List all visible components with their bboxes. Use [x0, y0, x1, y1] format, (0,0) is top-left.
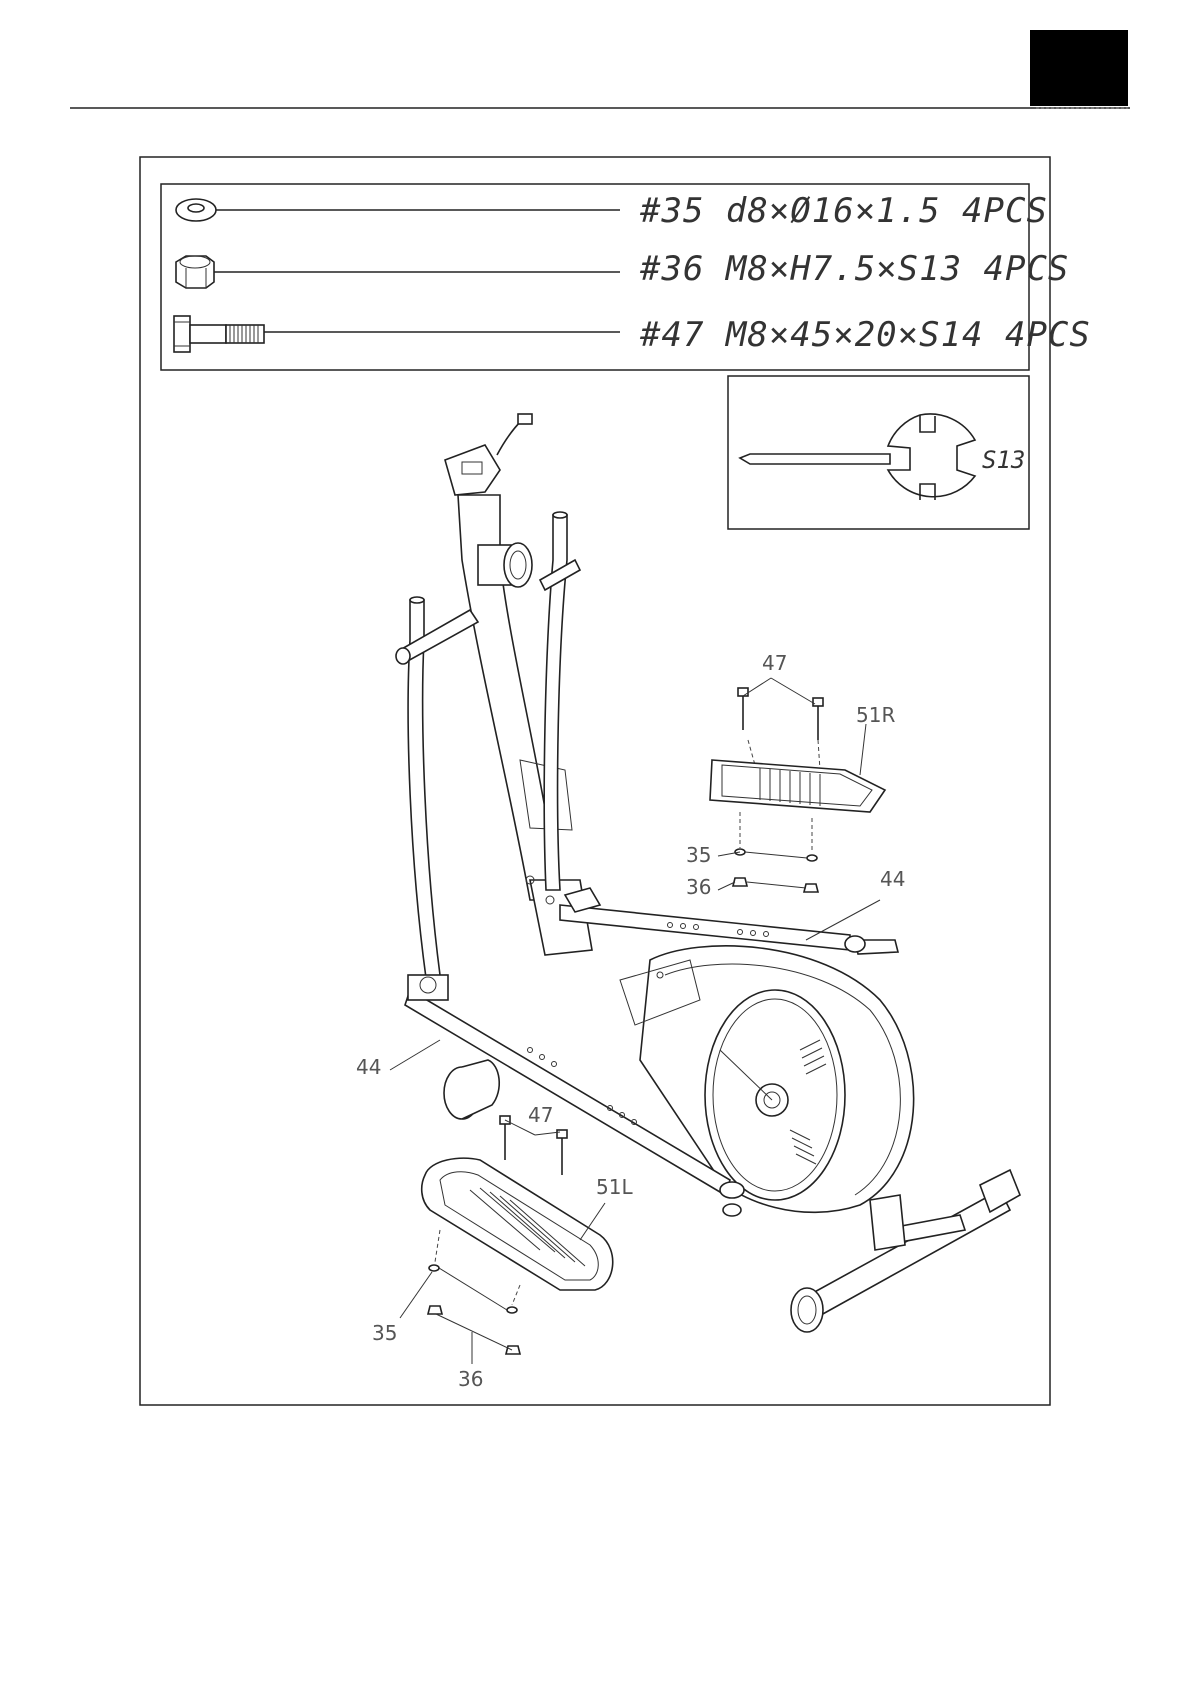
hardware-item-47: #47 M8×45×20×S14 4PCS: [639, 315, 1091, 355]
callout-44-right: 44: [880, 867, 905, 891]
callout-35-right: 35: [686, 843, 711, 867]
washer-icon: [176, 199, 216, 221]
wrench-icon: [740, 414, 975, 500]
callout-51r: 51R: [856, 703, 895, 727]
tension-knob: [478, 543, 532, 587]
hardware-item-36: #36 M8×H7.5×S13 4PCS: [639, 249, 1069, 289]
wrench-size-label: S13: [982, 446, 1025, 474]
callout-35-left: 35: [372, 1321, 397, 1345]
left-pedal-assembly: [422, 1116, 613, 1354]
callout-47-left: 47: [528, 1103, 553, 1127]
bolt-icon: [174, 316, 264, 352]
callout-36-right: 36: [686, 875, 711, 899]
nut-icon: [176, 256, 214, 288]
callout-36-left: 36: [458, 1367, 483, 1391]
hardware-list: #35 d8×Ø16×1.5 4PCS #36 M8×H7.5×S13 4PCS: [161, 184, 1091, 370]
hardware-item-35: #35 d8×Ø16×1.5 4PCS: [639, 191, 1048, 231]
callout-44-left: 44: [356, 1055, 381, 1079]
callout-47-right: 47: [762, 651, 787, 675]
callout-51l: 51L: [596, 1175, 633, 1199]
page-tab: [1030, 30, 1128, 106]
wrench-panel: S13: [728, 376, 1029, 529]
